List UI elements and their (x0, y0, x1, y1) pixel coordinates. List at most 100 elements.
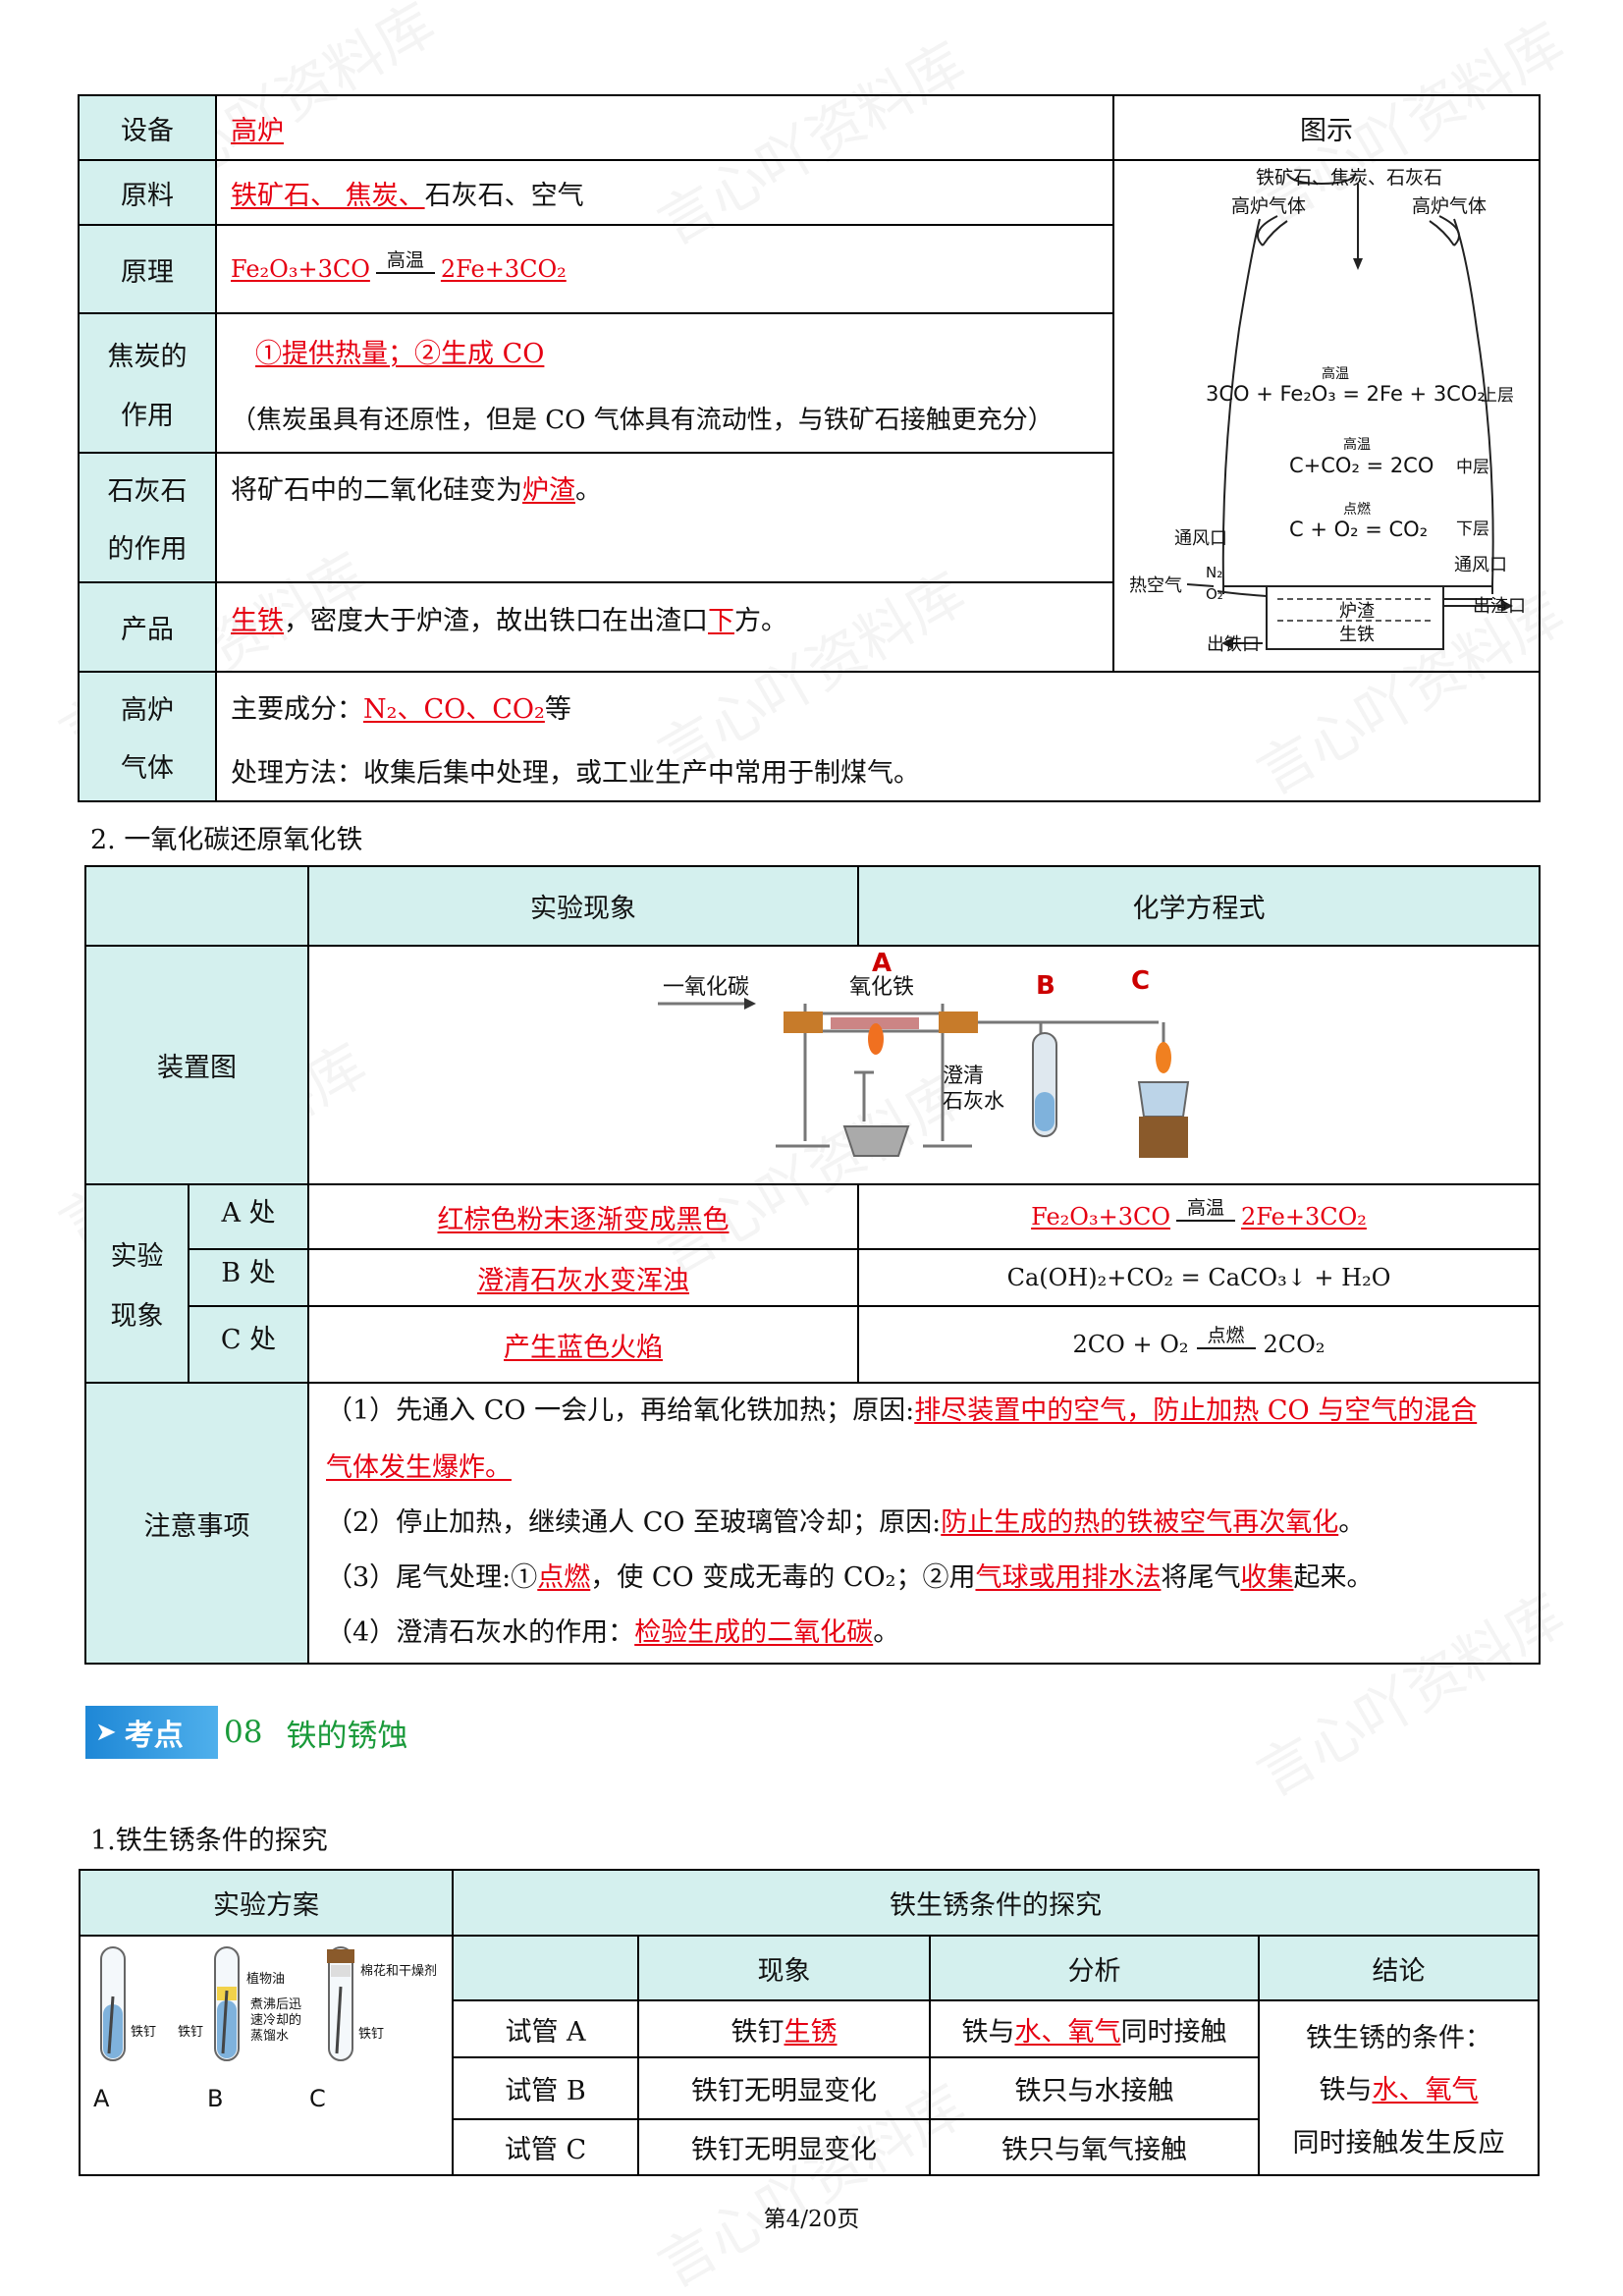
co-apparatus-diagram: 一氧化碳 A 氧化铁 B C 澄清 石灰水 (658, 949, 1190, 1158)
water-label-1: 煮沸后迅 (250, 1997, 301, 2012)
phen-c: 铁钉无明显变化 (691, 2135, 877, 2165)
analysis-b: 铁只与水接触 (1014, 2076, 1174, 2106)
conclusion: 铁生锈的条件： 铁与水、氧气 同时接触发生反应 (1292, 2023, 1505, 2159)
n2-label: N₂ (1206, 564, 1222, 581)
tube-c: 试管 C (504, 2135, 587, 2165)
furnace-top-label: 铁矿石、焦炭、石灰石 (1256, 167, 1442, 189)
col-header-explore: 铁生锈条件的探究 (890, 1890, 1102, 1921)
obs-a: 红棕色粉末逐渐变成黑色 (437, 1204, 730, 1235)
pos-c: C 处 (220, 1324, 277, 1355)
section-heading-rust: 1.铁生锈条件的探究 (90, 1826, 328, 1856)
obs-c: 产生蓝色火焰 (504, 1332, 663, 1363)
row-label-furnace-gas: 高炉气体 (121, 695, 174, 784)
nail-label-a: 铁钉 (131, 2025, 156, 2040)
pos-a: A 处 (221, 1197, 276, 1229)
col-header-phenomenon: 现象 (757, 1955, 811, 1987)
phen-a: 铁钉生锈 (730, 2016, 838, 2048)
equipment-value: 高炉 (231, 115, 284, 146)
note-1-cont: 气体发生爆炸。 (326, 1452, 512, 1483)
eq1-cond: 高温 (1322, 365, 1349, 382)
principle-equation: Fe₂O₃+3CO 高温 2Fe+3CO₂ (231, 248, 567, 284)
section-heading-co: 2. 一氧化碳还原氧化铁 (90, 825, 363, 855)
vent-right: 通风口 (1454, 555, 1507, 575)
col-header-phenomenon: 实验现象 (530, 894, 636, 924)
layer-bottom: 下层 (1456, 519, 1489, 539)
arrow-icon: ➤ (95, 1718, 117, 1747)
layer-middle: 中层 (1456, 458, 1489, 477)
tube-letter-a: A (93, 2085, 110, 2112)
analysis-a: 铁与水、氧气同时接触 (961, 2016, 1227, 2048)
watermark: 言心吖资料库 (1245, 1580, 1576, 1810)
iron-port: 出铁口 (1207, 634, 1260, 655)
pig-iron-label: 生铁 (1339, 625, 1375, 645)
label-a: A (872, 949, 892, 978)
col-header-analysis: 分析 (1067, 1955, 1121, 1987)
tube-letter-c: C (309, 2085, 326, 2112)
slag-label: 炉渣 (1339, 601, 1375, 622)
tube-letter-b: B (207, 2085, 223, 2112)
vent-left: 通风口 (1174, 528, 1227, 549)
furnace-gas-treatment: 处理方法：收集后集中处理，或工业生产中常用于制煤气。 (231, 758, 920, 789)
row-label-equipment: 设备 (121, 115, 174, 146)
eq3: C + O₂ = CO₂ (1289, 518, 1428, 541)
o2-label: O₂ (1206, 585, 1223, 603)
page-number: 第4/20页 (763, 2207, 860, 2232)
eq3-cond: 点燃 (1343, 501, 1371, 518)
col-header-equation: 化学方程式 (1132, 894, 1266, 924)
water-label-3: 蒸馏水 (250, 2029, 289, 2044)
layer-top: 上层 (1481, 386, 1514, 406)
eq1: 3CO + Fe₂O₃ = 2Fe + 3CO₂ (1206, 382, 1486, 406)
coke-note: （焦炭虽具有还原性，但是 CO 气体具有流动性，与铁矿石接触更充分） (231, 406, 1054, 435)
figure-header: 图示 (1300, 115, 1353, 146)
oil-label: 植物油 (246, 1972, 285, 1987)
eq-c: 2CO + O₂ 点燃 2CO₂ (1072, 1324, 1325, 1359)
limewater-label-2: 石灰水 (943, 1089, 1004, 1113)
limewater-label-1: 澄清 (943, 1064, 984, 1087)
row-label-notes: 注意事项 (143, 1510, 250, 1542)
fe2o3-label: 氧化铁 (849, 975, 914, 1000)
col-header-conclusion: 结论 (1372, 1955, 1426, 1987)
furnace-gas-left: 高炉气体 (1231, 195, 1306, 217)
cotton-label: 棉花和干燥剂 (360, 1963, 437, 1979)
limestone-role: 将矿石中的二氧化硅变为炉渣。 (231, 475, 602, 506)
slag-port: 出渣口 (1473, 596, 1526, 617)
materials-value: 铁矿石、 焦炭、石灰石、空气 (231, 180, 584, 211)
kaodian-badge: ➤考点 (85, 1706, 218, 1759)
tube-a: 试管 A (505, 2016, 586, 2048)
row-label-limestone: 石灰石的作用 (107, 476, 188, 565)
product-value: 生铁，密度大于炉渣，故出铁口在出渣口下方。 (231, 605, 787, 636)
row-label-principle: 原理 (121, 256, 174, 288)
note-3: （3）尾气处理:①点燃，使 CO 变成无毒的 CO₂；②用气球或用排水法将尾气收… (326, 1562, 1374, 1593)
label-b: B (1036, 971, 1055, 1001)
row-label-phenomenon: 实验现象 (110, 1241, 164, 1332)
co-label: 一氧化碳 (663, 975, 749, 1000)
row-label-apparatus: 装置图 (157, 1053, 237, 1083)
rust-test-tubes-diagram: 铁钉 铁钉 植物油 煮沸后迅 速冷却的 蒸馏水 棉花和干燥剂 铁钉 A B C (93, 1946, 437, 2112)
label-c: C (1131, 966, 1150, 996)
coke-role: ①提供热量；②生成 CO (255, 339, 545, 369)
tube-b: 试管 B (505, 2076, 586, 2106)
nail-label-c: 铁钉 (358, 2027, 384, 2042)
analysis-c: 铁只与氧气接触 (1001, 2135, 1187, 2165)
note-2: （2）停止加热，继续通人 CO 至玻璃管冷却；原因:防止生成的热的铁被空气再次氧… (326, 1507, 1366, 1538)
phen-b: 铁钉无明显变化 (691, 2076, 877, 2106)
furnace-gas-right: 高炉气体 (1412, 195, 1487, 217)
eq-a: Fe₂O₃+3CO 高温 2Fe+3CO₂ (1031, 1196, 1367, 1231)
obs-b: 澄清石灰水变浑浊 (477, 1265, 689, 1296)
note-4: （4）澄清石灰水的作用：检验生成的二氧化碳。 (326, 1617, 900, 1648)
row-label-materials: 原料 (121, 180, 174, 211)
nail-label-b: 铁钉 (178, 2025, 203, 2040)
furnace-gas-composition: 主要成分：N₂、CO、CO₂等 (231, 694, 571, 725)
row-label-coke: 焦炭的作用 (107, 341, 188, 431)
eq-b: Ca(OH)₂+CO₂ = CaCO₃↓ + H₂O (1006, 1264, 1391, 1291)
water-label-2: 速冷却的 (250, 2012, 301, 2028)
row-label-product: 产品 (121, 615, 174, 645)
col-header-plan: 实验方案 (213, 1890, 319, 1921)
blast-furnace-diagram: 铁矿石、焦炭、石灰石 高炉气体 高炉气体 高温 3CO + Fe₂O₃ = 2F… (1129, 167, 1526, 655)
pos-b: B 处 (221, 1257, 276, 1288)
eq2-cond: 高温 (1343, 436, 1371, 453)
note-1: （1）先通入 CO 一会儿，再给氧化铁加热；原因:排尽装置中的空气，防止加热 C… (326, 1395, 1478, 1426)
eq2: C+CO₂ = 2CO (1289, 454, 1434, 477)
hot-air-label: 热空气 (1129, 575, 1182, 596)
